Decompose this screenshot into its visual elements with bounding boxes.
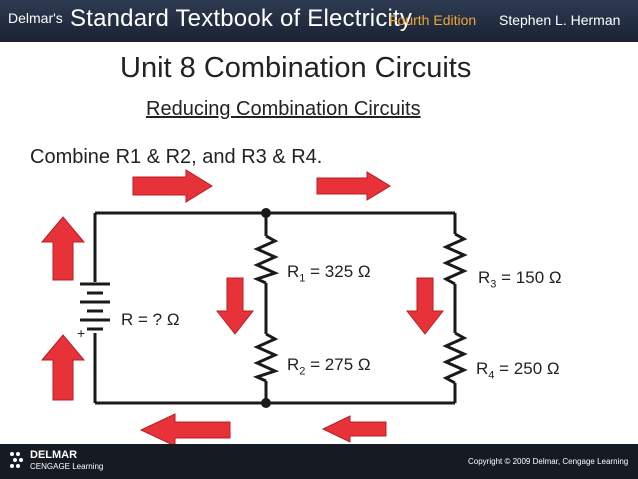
- copyright-text: Copyright © 2009 Delmar, Cengage Learnin…: [468, 457, 629, 466]
- arrow-left-bottom-left: [139, 413, 231, 447]
- resistor-r1: [252, 234, 280, 285]
- junction-bottom: [261, 398, 271, 408]
- resistor-r3: [442, 232, 468, 286]
- footer-bar: DELMAR CENGAGE Learning Copyright © 2009…: [0, 444, 638, 479]
- arrow-up-left-upper: [40, 216, 86, 281]
- arrow-left-bottom-right: [321, 415, 387, 443]
- delmar-logo-icon: [10, 452, 23, 468]
- arrow-down-right: [405, 277, 445, 335]
- arrow-down-middle: [215, 277, 255, 335]
- edition-label: Fourth Edition: [389, 12, 477, 28]
- r3-label: R3 = 150 Ω: [478, 268, 562, 291]
- arrow-right-top-left: [132, 169, 213, 203]
- slide-subtitle: Reducing Combination Circuits: [146, 98, 421, 120]
- logo-line1: DELMAR: [30, 449, 78, 461]
- total-resistance-label: R = ? Ω: [121, 310, 180, 329]
- battery-plus-sign: +: [77, 325, 86, 341]
- r4-label: R4 = 250 Ω: [476, 359, 560, 382]
- r2-label: R2 = 275 Ω: [287, 355, 371, 378]
- resistor-r2: [252, 332, 280, 383]
- r1-label: R1 = 325 Ω: [287, 262, 371, 285]
- junction-top: [261, 208, 271, 218]
- logo-line2: CENGAGE Learning: [30, 462, 104, 471]
- arrow-up-left-lower: [40, 334, 86, 401]
- resistor-r4: [442, 331, 468, 385]
- instruction-text: Combine R1 & R2, and R3 & R4.: [30, 146, 323, 168]
- battery-symbol: [80, 282, 110, 331]
- book-title: Standard Textbook of Electricity: [70, 5, 413, 32]
- brand-name: Delmar's: [8, 10, 63, 26]
- header-bar: Delmar's Standard Textbook of Electricit…: [0, 0, 638, 42]
- arrow-right-top-right: [316, 171, 391, 201]
- author-name: Stephen L. Herman: [499, 12, 621, 28]
- slide-title: Unit 8 Combination Circuits: [120, 52, 472, 84]
- circuit-wires: [93, 211, 457, 405]
